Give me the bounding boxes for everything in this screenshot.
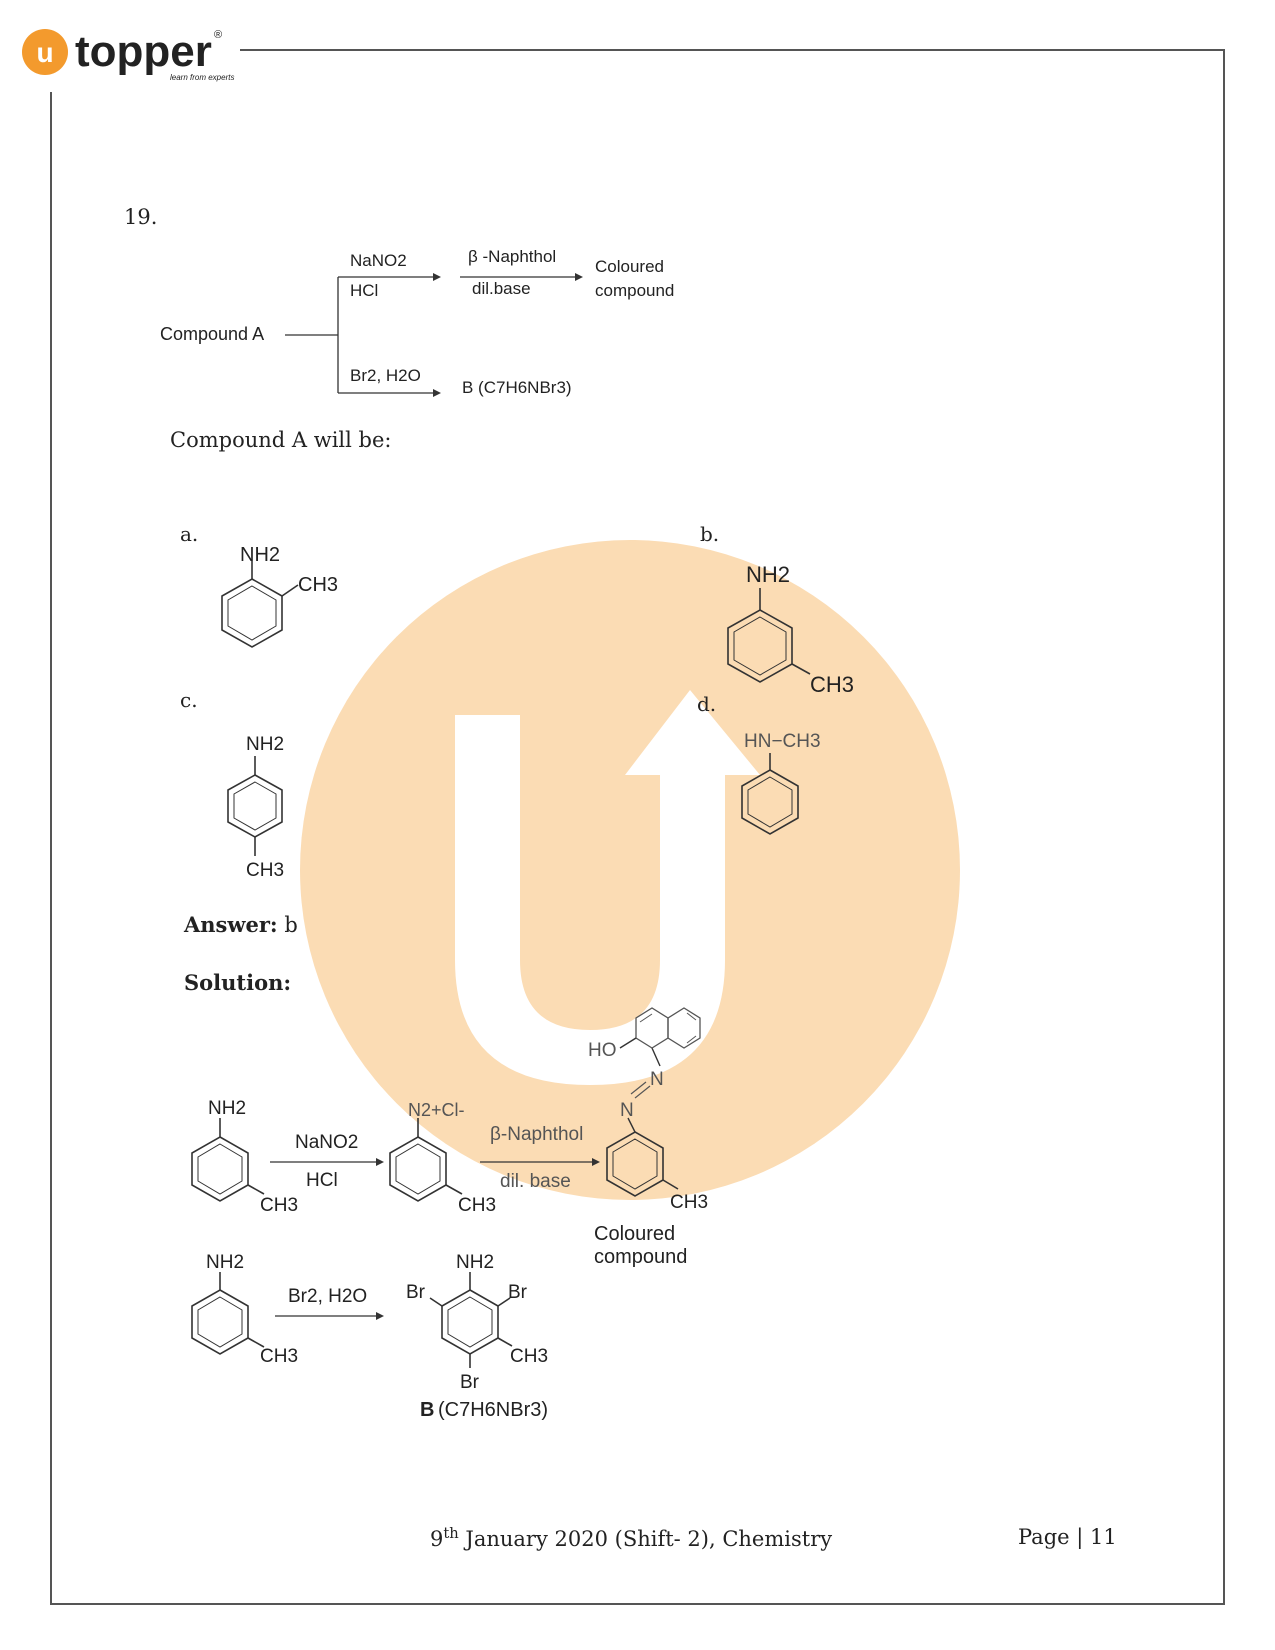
r1-product-line2: compound (594, 1246, 688, 1268)
r1-reactant-ch3: CH3 (260, 1195, 298, 1216)
r1-reactant-nh2: NH2 (208, 1098, 246, 1119)
option-a-ch3: CH3 (298, 574, 338, 596)
footer-date-rest: January 2020 (Shift- 2), Chemistry (458, 1527, 833, 1551)
upper-product-line2: compound (595, 281, 674, 300)
answer-label: Answer: (184, 912, 278, 937)
option-d-structure: HN−CH3 (741, 731, 821, 835)
option-d-label: d. (697, 692, 717, 716)
r2-product-br-right: Br (508, 1282, 528, 1303)
r2-product-formula: (C7H6NBr3) (438, 1399, 548, 1420)
upper-step2-top: β -Naphthol (468, 247, 556, 266)
r1-product-ho: HO (588, 1040, 617, 1061)
option-d-hnch3: HN−CH3 (744, 731, 821, 752)
footer-date-day: 9 (430, 1527, 444, 1551)
r1-product-ch3: CH3 (670, 1192, 708, 1213)
option-b-structure: NH2 CH3 (727, 562, 854, 697)
solution-reaction-2: NH2 CH3 Br2, H2O NH2 Br Br CH3 Br B (C7H… (191, 1252, 548, 1420)
page-number: Page | 11 (1018, 1525, 1117, 1549)
option-b-nh2: NH2 (746, 562, 790, 587)
r1-intermediate-ch3: CH3 (458, 1195, 496, 1216)
r2-reactant-nh2: NH2 (206, 1252, 244, 1273)
r2-reactant-ch3: CH3 (260, 1346, 298, 1367)
option-c-ch3: CH3 (246, 860, 284, 881)
r1-reagent2-bottom: dil. base (500, 1171, 571, 1192)
option-c-nh2: NH2 (246, 734, 284, 755)
option-b-label: b. (700, 522, 720, 546)
r2-product-nh2: NH2 (456, 1252, 494, 1273)
header-rule (225, 49, 1225, 51)
brand-logo: u topper ® learn from experts (20, 22, 240, 92)
solution-reaction-1: NH2 CH3 NaNO2 HCl N2+Cl- CH3 β-Naphthol … (191, 1007, 708, 1245)
answer-line: Answer: b (184, 912, 298, 937)
r2-product-ch3: CH3 (510, 1346, 548, 1367)
reaction-scheme: Compound A NaNO2 HCl β -Naphthol dil.bas… (160, 247, 674, 397)
solution-label: Solution: (184, 970, 292, 995)
lower-product: B (C7H6NBr3) (462, 378, 572, 397)
answer-value: b (284, 913, 298, 937)
r1-reagent-bottom: HCl (306, 1170, 338, 1191)
scheme-start: Compound A (160, 324, 264, 344)
upper-product-line1: Coloured (595, 257, 664, 276)
r1-product-line1: Coloured (594, 1223, 675, 1245)
r1-intermediate-diazonium: N2+Cl- (408, 1100, 465, 1120)
svg-text:topper: topper (75, 27, 212, 76)
option-b-ch3: CH3 (810, 672, 854, 697)
r2-reagent: Br2, H2O (288, 1286, 367, 1307)
svg-text:u: u (36, 37, 53, 68)
upper-step2-bottom: dil.base (472, 279, 531, 298)
page-frame (50, 50, 1225, 1605)
option-a-nh2: NH2 (240, 545, 280, 566)
lower-reagent: Br2, H2O (350, 366, 421, 385)
topper-logo-icon: u topper ® learn from experts (22, 27, 234, 82)
r2-product-label: B (420, 1399, 434, 1420)
footer-date-suffix: th (443, 1525, 459, 1542)
question-prompt: Compound A will be: (170, 428, 392, 452)
option-c-label: c. (180, 688, 198, 712)
svg-text:learn from experts: learn from experts (170, 73, 234, 82)
option-a-structure: NH2 CH3 (221, 545, 338, 648)
r2-product-br-bottom: Br (460, 1372, 480, 1393)
r1-product-n1: N (620, 1100, 634, 1121)
question-number: 19. (124, 205, 158, 229)
r1-reagent2-top: β-Naphthol (490, 1124, 583, 1145)
upper-reagent-top: NaNO2 (350, 251, 407, 270)
svg-text:®: ® (214, 29, 222, 41)
option-c-structure: NH2 CH3 (227, 734, 284, 881)
option-a-label: a. (180, 522, 199, 546)
r1-product-n2: N (650, 1069, 664, 1090)
r2-product-br-left: Br (406, 1282, 426, 1303)
footer-date: 9th January 2020 (Shift- 2), Chemistry (430, 1525, 832, 1551)
r1-reagent-top: NaNO2 (295, 1132, 358, 1153)
upper-reagent-bottom: HCl (350, 281, 378, 300)
